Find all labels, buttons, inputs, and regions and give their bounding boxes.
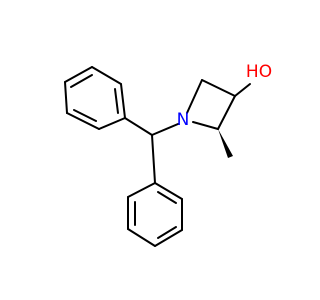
bond-n-ch	[151, 123, 179, 136]
bond-ch-ph2	[151, 134, 156, 184]
atom-label-nitrogen: N	[177, 110, 190, 130]
bond-c2-n	[192, 121, 219, 130]
bond-ch-ph1	[124, 117, 153, 136]
wedge-bond-methyl	[218, 129, 233, 158]
bond-c3-o	[234, 83, 251, 97]
phenyl-ring-lower	[127, 182, 183, 247]
phenyl-ring-upper	[64, 66, 126, 130]
bond-c4-c3	[201, 79, 236, 97]
structure-diagram: N HO	[64, 62, 272, 247]
atom-label-hydroxyl: HO	[246, 62, 272, 82]
bond-n-c4	[186, 79, 203, 114]
bond-c3-c2	[217, 95, 236, 130]
molecule-canvas: N HO	[64, 62, 272, 247]
